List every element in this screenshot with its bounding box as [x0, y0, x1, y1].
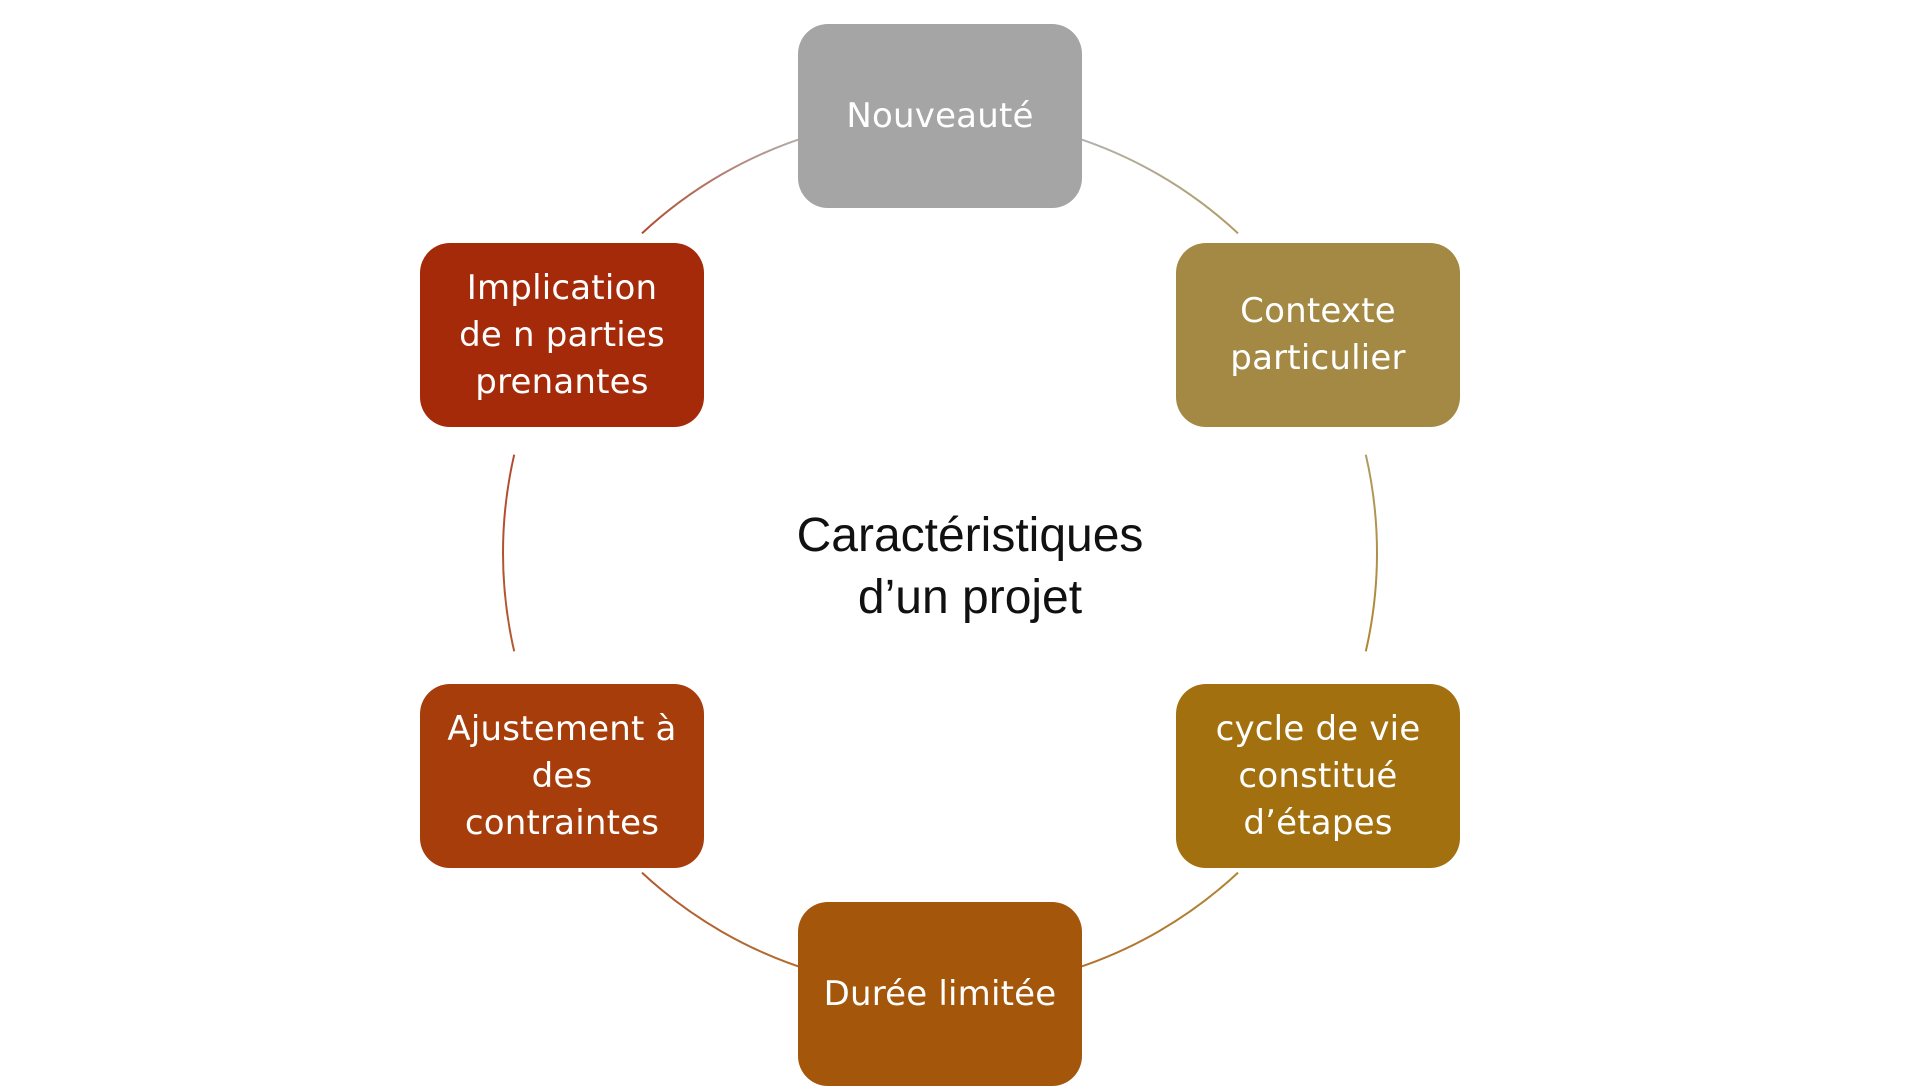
node-label: Nouveauté [846, 95, 1034, 136]
connector-arc-duree-to-ajustement [641, 871, 813, 972]
connector-arc-nouveaute-to-contexte [1067, 134, 1239, 235]
connector-arc-contexte-to-cycle [1364, 454, 1379, 652]
connector-arc-ajustement-to-implication [501, 454, 516, 652]
node-contexte-particulier: Contexte particulier [1176, 243, 1460, 427]
node-label: Ajustement à des contraintes [447, 708, 677, 843]
center-title-line-2: d’un projet [857, 571, 1083, 624]
node-cycle-de-vie: cycle de vie constitué d’étapes [1176, 684, 1460, 868]
node-duree-limitee: Durée limitée [798, 902, 1082, 1086]
center-title-line-1: Caractéristiques [796, 509, 1144, 562]
node-label: cycle de vie constitué d’étapes [1215, 708, 1421, 843]
node-label: Implication de n parties prenantes [459, 267, 665, 402]
node-nouveaute: Nouveauté [798, 24, 1082, 208]
node-implication-parties-prenantes: Implication de n parties prenantes [420, 243, 704, 427]
node-label: Contexte particulier [1230, 291, 1406, 378]
center-title: Caractéristiques d’un projet [740, 505, 1200, 629]
node-ajustement-contraintes: Ajustement à des contraintes [420, 684, 704, 868]
connector-arc-cycle-to-duree [1067, 871, 1239, 972]
node-label: Durée limitée [823, 973, 1057, 1014]
connector-arc-implication-to-nouveaute [641, 134, 813, 235]
